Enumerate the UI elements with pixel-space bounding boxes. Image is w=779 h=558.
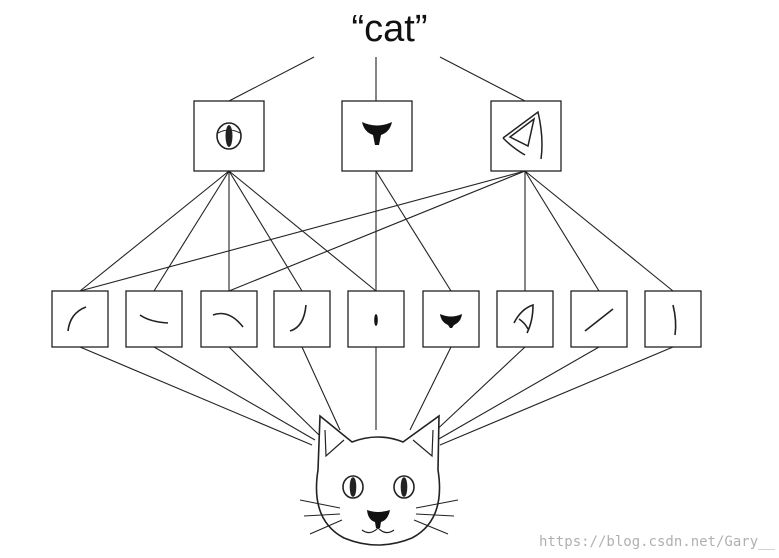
connection-lines — [79, 170, 674, 292]
low-feature-ear-point — [496, 290, 554, 348]
edge-low-2-mid-2 — [228, 170, 526, 292]
mid-feature-ear — [490, 100, 562, 172]
low-feature-curve-flat — [125, 290, 183, 348]
curve-stroke-icon — [67, 306, 87, 332]
edge-low-7-mid-2 — [524, 170, 600, 292]
root-label-cat: “cat” — [351, 8, 428, 50]
low-feature-pupil — [347, 290, 405, 348]
input-connectors — [79, 346, 674, 446]
low-feature-hook — [273, 290, 331, 348]
low-feature-diagonal — [570, 290, 628, 348]
mid-feature-nose — [341, 100, 413, 172]
watermark-text: https://blog.csdn.net/Gary__ — [538, 534, 775, 550]
low-feature-arc — [200, 290, 258, 348]
flat-curve-icon — [139, 314, 169, 324]
root-connectors — [228, 56, 526, 102]
low-feature-nose-blob — [422, 290, 480, 348]
cat-face-icon — [299, 414, 459, 546]
edge-low-8-mid-2 — [524, 170, 674, 292]
nose-blob-icon — [440, 314, 462, 328]
cat-nose-icon — [362, 122, 392, 145]
low-feature-vertical — [644, 290, 702, 348]
diagonal-stroke-icon — [584, 308, 614, 332]
arc-stroke-icon — [212, 312, 244, 328]
edge-low-0-mid-0 — [79, 170, 230, 292]
mid-feature-eye — [193, 100, 265, 172]
vertical-pupil-icon — [374, 314, 378, 326]
cat-eye-icon — [216, 122, 242, 150]
edge-low-0-mid-2 — [79, 170, 526, 292]
vertical-stroke-icon — [672, 304, 677, 336]
hook-stroke-icon — [289, 304, 307, 332]
edge-low-5-mid-1 — [375, 170, 452, 292]
cat-ear-icon — [502, 110, 543, 160]
edge-low-3-mid-0 — [228, 170, 303, 292]
ear-point-icon — [513, 303, 534, 334]
edge-low-1-mid-0 — [153, 170, 230, 292]
low-feature-curve-up — [51, 290, 109, 348]
